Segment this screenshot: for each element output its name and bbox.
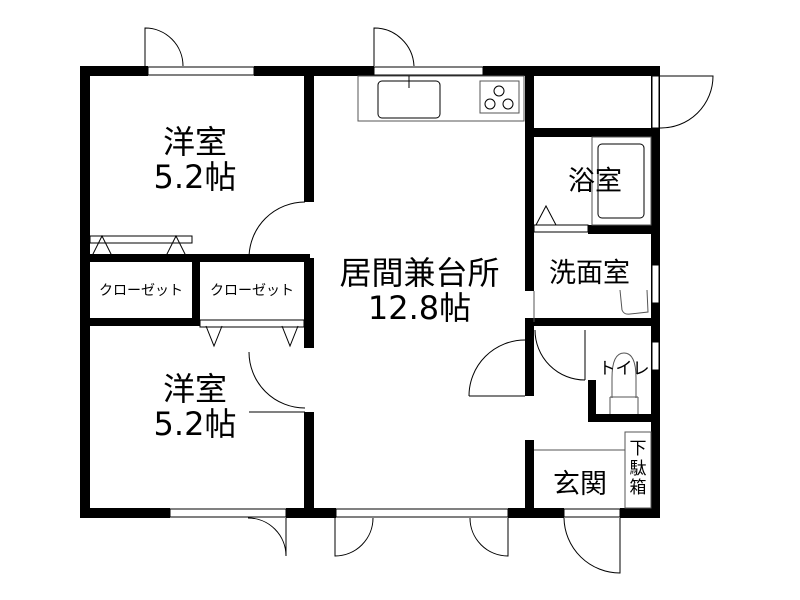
stove-icon [479,80,520,114]
wall-toilet-left [588,380,596,422]
window-room2 [169,508,287,518]
wall-south-a [80,508,170,518]
room-size: 5.2帖 [153,158,237,197]
room-label-closet-2: クローゼット [210,283,294,299]
toilet-icon [611,352,637,398]
door-swing-east [659,75,714,129]
window-kitchen [373,66,484,76]
room-size: 12.8帖 [367,289,472,328]
room-label-entrance: 玄関 [553,469,607,500]
bathtub-icon [597,143,645,219]
room-label-western-1: 洋室 5.2帖 [130,123,260,197]
room-size: 5.2帖 [153,405,237,444]
wall-south-b [286,508,336,518]
wall-east-inner-lower [525,440,534,518]
wall-closet-divider [192,254,200,326]
bath-marker [535,204,557,226]
basin-icon [619,289,649,315]
door-swing-room1-inner [248,201,306,259]
closet-door-frame-1 [89,235,193,244]
room-label-bathroom: 浴室 [568,166,622,197]
wall-west [80,66,90,518]
wall-closet-bottom [80,318,200,326]
room-label-closet-1: クローゼット [99,283,183,299]
wall-south-d [620,508,660,518]
wall-toilet-top [525,318,660,326]
window-toilet [651,341,660,371]
wall-south-c [508,508,564,518]
door-swing-entrance [563,517,621,574]
closet-door-frame-2 [199,319,305,328]
bath-door-frame [533,224,589,233]
door-swing-living-a [334,517,374,557]
wall-mid-mid [304,258,314,348]
wall-mid-lower [304,412,314,518]
door-swing-room1 [144,27,184,67]
door-frame-east [651,75,660,129]
room-label-living-kitchen: 居間兼台所 12.8帖 [314,254,525,328]
door-swing-room2-south [247,517,287,557]
room-name: 居間兼台所 [339,254,500,292]
closet-marker-1 [91,234,187,257]
room-label-western-2: 洋室 5.2帖 [130,370,260,444]
room-label-washroom: 洗面室 [549,258,630,289]
entrance-door-frame [563,508,621,518]
shoe-cabinet-outline [624,431,652,509]
wall-toilet-bottom [588,414,660,422]
room-label-shoe-cabinet: 下駄箱 [629,439,647,499]
closet-marker-2 [205,325,299,348]
wall-east-inner-upper [525,66,534,291]
door-swing-room2-inner [248,351,306,409]
room-name: 洋室 [162,370,227,408]
window-living [335,508,509,518]
door-swing-kitchen [373,27,415,67]
room-name: 洋室 [162,123,227,161]
door-swing-toilet [534,329,586,381]
wall-north-a [80,66,148,76]
window-washroom [651,264,660,304]
wall-mid-upper [304,66,314,202]
room-label-toilet: トイレ [598,359,650,379]
wall-east-inner-mid [525,322,534,396]
wall-north-c [483,66,660,76]
window-room1 [147,66,255,76]
wall-bath-top [525,128,660,137]
wall-bath-bottom [588,225,660,234]
door-swing-living-b [469,517,509,557]
